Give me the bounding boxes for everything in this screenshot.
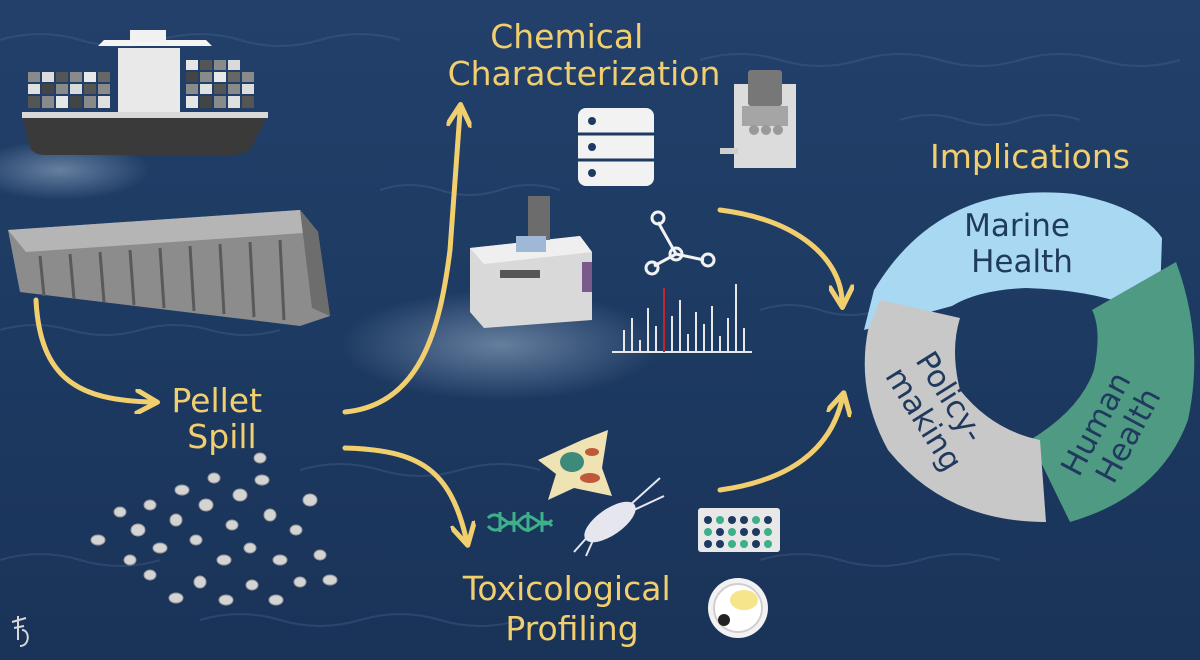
copepod-icon [573,477,665,557]
wave-texture [0,33,1181,627]
dna-helix-icon [486,512,554,532]
petri-dish-icon [708,578,768,638]
cargo-ship-icon [22,30,268,155]
well-plate-icon [698,508,780,552]
arrow-toxicological-to-implications [717,400,842,493]
implications-label: Implications [930,137,1130,176]
shipping-container-icon [8,210,330,326]
database-icon [578,108,654,186]
mass-spectrum-icon [612,284,752,353]
artist-signature-icon [11,616,29,647]
cycle-segment-policymaking [864,300,1046,522]
toxicological-profiling-label: Toxicological Profiling [462,569,681,648]
marine-health-label: Marine Health [964,208,1080,280]
cycle-segment-human-health [1030,262,1195,522]
plastic-pellets-icon [90,452,338,606]
chemical-characterization-label: Chemical Characterization [448,17,721,93]
arrow-chemical-to-implications [717,207,842,300]
pellet-spill-label: Pellet Spill [171,381,272,456]
cycle-segment-marine-health [864,192,1162,330]
arrow-to-toxicological [342,445,466,538]
cell-icon [538,430,612,500]
arrow-to-chemical [342,112,460,415]
mass-spectrometer-icon [470,196,592,328]
wave-foam [0,140,150,200]
arrow-to-pellet-spill [33,297,150,402]
molecule-icon [644,210,716,276]
lab-instrument-icon [720,70,796,168]
